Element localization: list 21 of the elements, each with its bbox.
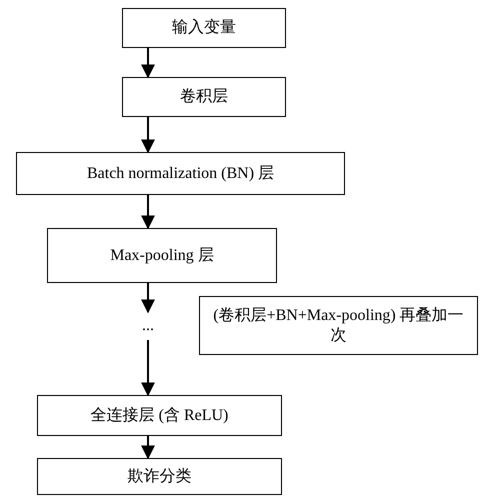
process-box <box>37 458 282 495</box>
process-box <box>122 77 286 117</box>
box-label: Batch normalization (BN) 层 <box>86 164 274 184</box>
box-label: 卷积层 <box>180 87 228 107</box>
box-label: 全连接层 (含 ReLU) <box>90 406 228 426</box>
ellipsis-label: ... <box>142 316 154 336</box>
box-label: (卷积层+BN+Max-pooling) 再叠加一次 <box>212 306 465 346</box>
arrow <box>141 117 155 154</box>
box-label: 欺诈分类 <box>128 466 192 486</box>
process-box <box>16 152 345 195</box>
process-box <box>199 296 478 355</box>
arrow <box>141 195 155 230</box>
arrow <box>141 283 155 314</box>
process-box <box>122 8 286 48</box>
arrow <box>141 48 155 78</box>
process-box <box>37 395 282 436</box>
arrow <box>141 436 155 460</box>
process-box <box>47 228 277 283</box>
arrow <box>141 340 155 396</box>
box-label: 输入变量 <box>172 18 236 38</box>
box-label: Max-pooling 层 <box>110 246 214 266</box>
